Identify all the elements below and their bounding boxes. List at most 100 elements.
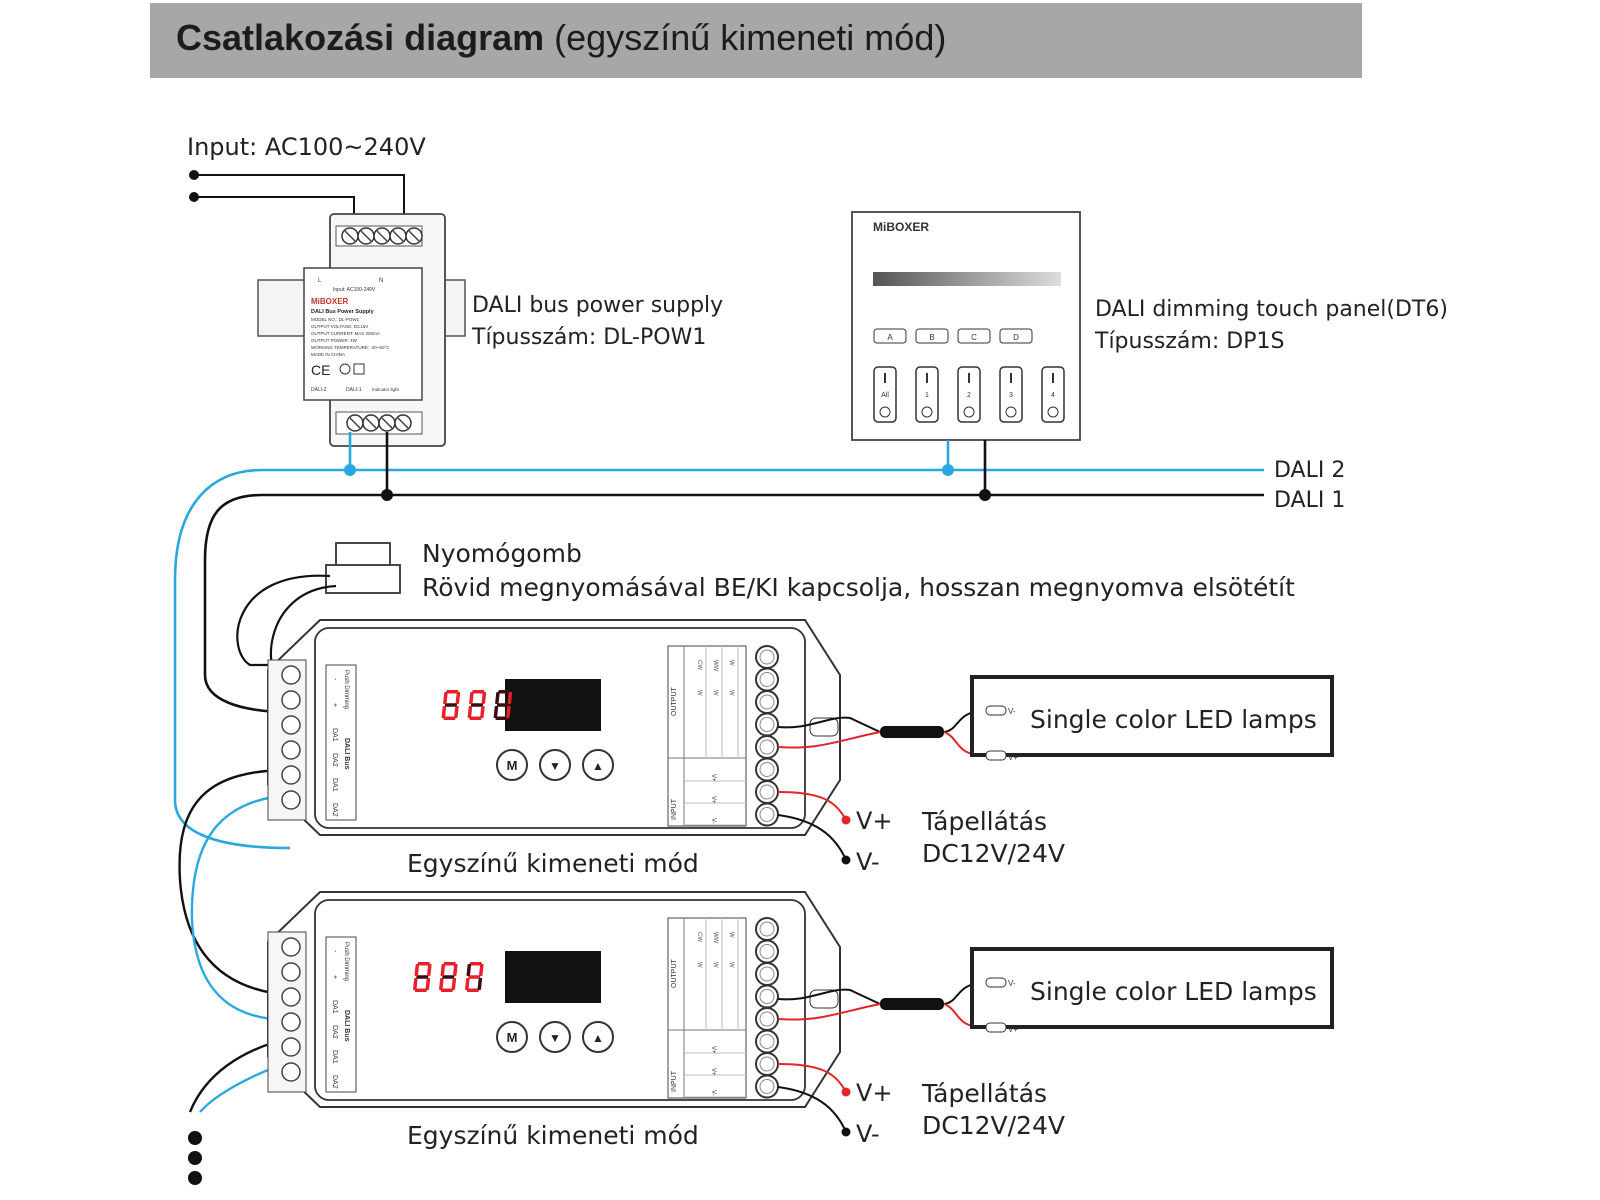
svg-text:DALI-1: DALI-1	[346, 387, 362, 393]
svg-text:V+: V+	[710, 796, 716, 804]
svg-text:C: C	[971, 333, 977, 342]
svg-text:▼: ▼	[549, 1031, 561, 1045]
output-label: OUTPUT	[671, 959, 678, 989]
ce-mark-icon: CE	[311, 362, 330, 378]
mode-button[interactable]: M	[496, 1021, 528, 1053]
down-button[interactable]: ▼	[539, 749, 571, 781]
dali2-label: DALI 2	[1274, 458, 1345, 483]
power-supply-name: DALI bus power supply	[472, 293, 723, 318]
up-button[interactable]: ▲	[582, 1021, 614, 1053]
svg-text:D: D	[1013, 333, 1019, 342]
svg-text:W: W	[696, 962, 702, 968]
dali1-junction	[979, 489, 991, 501]
svg-text:All: All	[881, 392, 889, 399]
supply-voltage: DC12V/24V	[922, 1111, 1065, 1140]
output-terminal-screw	[755, 690, 779, 714]
wire-connector	[880, 998, 944, 1010]
supply-voltage: DC12V/24V	[922, 839, 1065, 868]
left-terminal-screw	[281, 1062, 301, 1082]
vplus-label: V+	[856, 1079, 893, 1107]
touch-panel-name: DALI dimming touch panel(DT6)	[1095, 297, 1448, 322]
left-terminal-screw	[281, 1037, 301, 1057]
mode-button[interactable]: M	[496, 749, 528, 781]
svg-text:W: W	[712, 962, 718, 968]
dali2-junction	[942, 464, 954, 476]
svg-text:CW: CW	[696, 932, 702, 942]
dali-bus-header: DALI Bus	[343, 1010, 350, 1042]
svg-text:V-: V-	[710, 1090, 716, 1096]
scene-button-d[interactable]: D	[999, 328, 1033, 344]
title-normal: (egyszínű kimeneti mód)	[554, 17, 947, 58]
svg-text:V+: V+	[710, 774, 716, 782]
lamp-wires	[777, 709, 986, 757]
zone-button-4[interactable]: 4	[1041, 366, 1065, 423]
push-button-body	[325, 564, 401, 594]
title-bold: Csatlakozási diagram	[176, 17, 545, 58]
scene-buttons: A B C D	[873, 328, 1033, 344]
svg-text:OUTPUT POWER: 4W: OUTPUT POWER: 4W	[311, 338, 358, 343]
page-title: Csatlakozási diagram (egyszínű kimeneti …	[176, 17, 946, 59]
left-terminal-screw	[281, 715, 301, 735]
power-input-wires	[777, 1063, 851, 1137]
scene-button-c[interactable]: C	[957, 328, 991, 344]
svg-text:DALI-2: DALI-2	[311, 387, 327, 393]
svg-text:Input: AC100-240V: Input: AC100-240V	[333, 287, 376, 293]
brightness-slider[interactable]	[873, 272, 1061, 286]
svg-text:V+: V+	[1008, 753, 1018, 762]
svg-text:W: W	[728, 660, 734, 666]
left-terminal-label: +	[331, 703, 338, 707]
output-label: OUTPUT	[671, 687, 678, 717]
left-terminal-label: -	[331, 950, 338, 953]
led-lamp-box: V-V+Single color LED lamps	[970, 947, 1334, 1034]
output-terminal-screw	[755, 645, 779, 669]
zone-button-1[interactable]: 1	[915, 366, 939, 423]
zone-button-all[interactable]: All	[873, 366, 897, 423]
zone-button-2[interactable]: 2	[957, 366, 981, 423]
svg-text:DALI Bus Power Supply: DALI Bus Power Supply	[311, 309, 375, 315]
svg-text:WW: WW	[712, 660, 718, 672]
down-button[interactable]: ▼	[539, 1021, 571, 1053]
output-terminal-screw	[755, 917, 779, 941]
left-terminal-screw	[281, 665, 301, 685]
svg-text:4: 4	[1051, 392, 1055, 399]
left-terminal-screw	[281, 690, 301, 710]
svg-text:OUTPUT VOLTAGE: DC16V: OUTPUT VOLTAGE: DC16V	[311, 324, 368, 329]
push-button-wire	[236, 574, 331, 667]
scene-button-a[interactable]: A	[873, 328, 907, 344]
left-terminal-label: DA1	[331, 1050, 338, 1064]
left-terminal-label: +	[331, 975, 338, 979]
push-dimming-header: Push Dimming	[343, 670, 349, 709]
svg-text:W: W	[728, 932, 734, 938]
output-terminal-screw	[755, 757, 779, 782]
chain-wire-dali2	[190, 793, 291, 1022]
mode-label: Egyszínű kimeneti mód	[407, 849, 699, 878]
output-terminal-screw	[755, 1029, 779, 1054]
power-supply-model: Típusszám: DL-POW1	[471, 325, 706, 350]
dali1-junction	[381, 489, 393, 501]
svg-text:W: W	[728, 962, 734, 968]
svg-text:MADE IN CHINA: MADE IN CHINA	[311, 352, 345, 357]
svg-text:WORKING TEMPERATURE: -20~50°C: WORKING TEMPERATURE: -20~50°C	[311, 345, 390, 350]
zone-button-3[interactable]: 3	[999, 366, 1023, 423]
push-button-desc: Rövid megnyomásával BE/KI kapcsolja, hos…	[422, 573, 1295, 602]
svg-text:N: N	[379, 278, 383, 284]
output-terminal-screw	[755, 1007, 779, 1031]
ps-brand-logo: MiBOXER	[311, 297, 349, 306]
output-terminal-screw	[755, 1074, 779, 1099]
power-input-wires	[777, 791, 851, 865]
left-terminal-label: DA1	[331, 728, 338, 742]
svg-text:A: A	[887, 333, 893, 342]
svg-text:M: M	[507, 1030, 518, 1045]
dali1-label: DALI 1	[1274, 488, 1345, 513]
up-button[interactable]: ▲	[582, 749, 614, 781]
scene-button-b[interactable]: B	[915, 328, 949, 344]
mode-label: Egyszínű kimeneti mód	[407, 1121, 699, 1150]
svg-text:V+: V+	[710, 1046, 716, 1054]
svg-text:V+: V+	[1008, 1025, 1018, 1034]
svg-text:V-: V-	[1008, 707, 1016, 716]
left-terminal-label: DA1	[331, 1000, 338, 1014]
continuation-dot	[188, 1171, 202, 1185]
